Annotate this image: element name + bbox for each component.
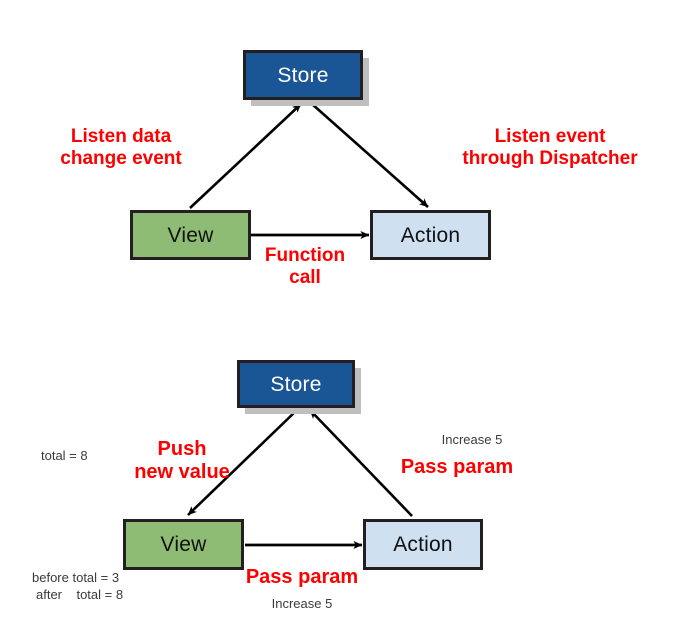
label-push-new-value: Push new value — [134, 438, 230, 483]
node-store[interactable]: Store — [237, 360, 355, 408]
node-store[interactable]: Store — [243, 50, 363, 100]
arrow-action-to-store — [309, 409, 413, 517]
arrow-store-to-view — [187, 409, 298, 516]
node-store-label: Store — [277, 63, 329, 87]
node-action[interactable]: Action — [370, 210, 491, 260]
node-action-label: Action — [393, 533, 453, 556]
label-pass-param-right: Pass param — [400, 456, 514, 478]
arrow-store-to-action — [311, 103, 429, 208]
node-view-label: View — [160, 533, 207, 556]
node-action-label: Action — [400, 223, 461, 247]
label-pass-param-bottom: Pass param — [245, 566, 359, 588]
annotation-increase-right: Increase 5 — [441, 432, 503, 447]
diagram-generic-flux-flow: Store View Action Listen data change eve… — [60, 50, 638, 288]
label-listen-event-through-dispatcher: Listen event through Dispatcher — [462, 126, 638, 169]
annotation-increase-bottom: Increase 5 — [271, 596, 333, 611]
node-action[interactable]: Action — [363, 519, 483, 570]
node-view[interactable]: View — [130, 210, 251, 260]
arrow-view-to-store — [189, 103, 302, 209]
annotation-state-before: before total = 3 — [32, 570, 120, 585]
diagram-worked-example-flux-flow: Store View Action Push new value Pass pa… — [0, 320, 678, 633]
label-function-call: Function call — [264, 245, 346, 288]
label-listen-data-change-event: Listen data change event — [60, 126, 182, 169]
arrow-layer-top — [189, 103, 429, 239]
node-view-label: View — [167, 223, 214, 247]
node-store-label: Store — [270, 372, 322, 396]
node-view[interactable]: View — [123, 519, 244, 570]
annotation-total-top: total = 8 — [41, 448, 88, 463]
annotation-state-after: after total = 8 — [36, 587, 124, 602]
arrow-layer-bottom — [187, 409, 413, 549]
